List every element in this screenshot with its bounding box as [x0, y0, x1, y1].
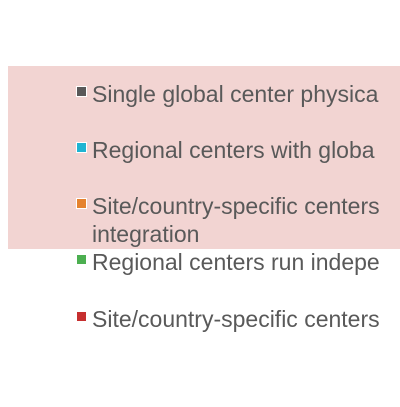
legend-swatch — [76, 86, 87, 97]
legend-item: Site/country-specific centers integratio… — [76, 192, 400, 248]
legend-highlight-band — [8, 66, 400, 249]
legend-swatch — [76, 311, 87, 322]
legend-item: Regional centers run indepe — [76, 248, 400, 276]
legend-label-line: integration — [92, 221, 200, 247]
legend-label: Regional centers with globa — [92, 137, 375, 163]
legend-swatch — [76, 142, 87, 153]
legend-label-line: Site/country-specific centers — [92, 193, 380, 219]
legend-label: Regional centers run indepe — [92, 249, 380, 275]
legend-item: Regional centers with globa — [76, 136, 400, 164]
legend-swatch — [76, 254, 87, 265]
legend-item: Site/country-specific centers — [76, 305, 400, 333]
legend-label: Single global center physica — [92, 81, 379, 107]
legend-swatch — [76, 198, 87, 209]
legend-label: Site/country-specific centers integratio… — [92, 192, 400, 248]
legend-item: Single global center physica — [76, 80, 400, 108]
legend-label: Site/country-specific centers — [92, 306, 380, 332]
